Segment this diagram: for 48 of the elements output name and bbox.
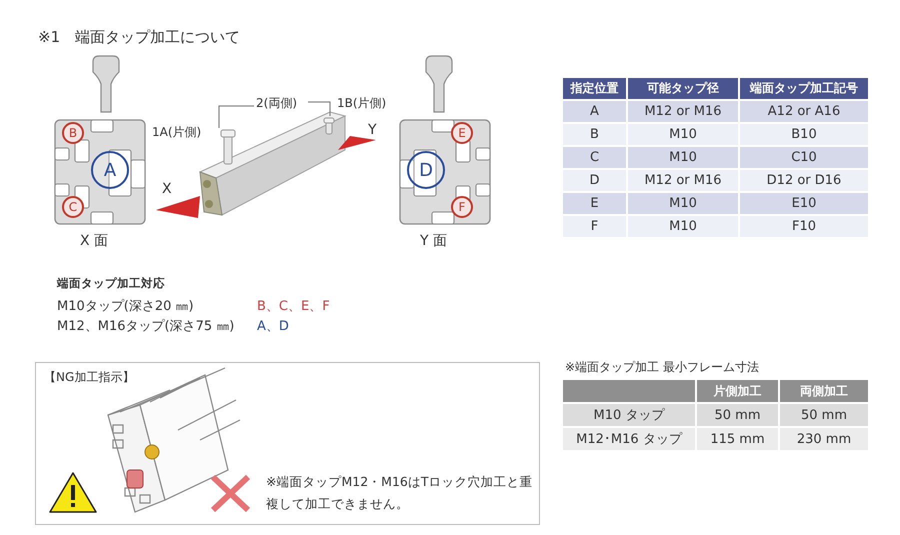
table-header-cell: 可能タップ径 — [628, 78, 740, 101]
table-cell: M12 or M16 — [628, 101, 740, 124]
warning-note: ※端面タップM12・M16はTロック穴加工と重複して加工できません。 — [266, 473, 534, 513]
tap-spec: M12、M16タップ(深さ75 ㎜) — [57, 318, 234, 335]
position-list: A、D — [257, 317, 289, 335]
table-cell: D12 or D16 — [740, 170, 870, 193]
table-cell: 230 mm — [780, 428, 870, 452]
table-cell: C10 — [740, 147, 870, 170]
table-caption: ※端面タップ加工 最小フレーム寸法 — [565, 359, 759, 376]
position-marker: D — [407, 151, 445, 189]
callout-label: 1B(片側) — [337, 95, 386, 112]
callout-label: 1A(片側) — [152, 124, 202, 141]
section-heading: 端面タップ加工対応 — [57, 276, 165, 291]
position-marker: A — [91, 151, 129, 189]
panel-heading: 【NG加工指示】 — [44, 369, 134, 386]
table-cell: 115 mm — [697, 428, 780, 452]
table-header-cell: 端面タップ加工記号 — [740, 78, 870, 101]
table-cell: M12 or M16 — [628, 170, 740, 193]
tap-spec: M10タップ(深さ20 ㎜) — [57, 298, 194, 315]
axis-letter: Y — [368, 122, 377, 138]
table-cell: F — [563, 216, 628, 239]
table-cell: A12 or A16 — [740, 101, 870, 124]
table-cell: E — [563, 193, 628, 216]
table-cell: F10 — [740, 216, 870, 239]
table-cell: M10 — [628, 216, 740, 239]
table-cell: D — [563, 170, 628, 193]
table-cell: M10 — [628, 124, 740, 147]
table-cell: A — [563, 101, 628, 124]
table-cell: 50 mm — [697, 404, 780, 428]
callout-label: 2(両側) — [256, 95, 297, 112]
table-cell: M10 — [628, 193, 740, 216]
notice-panel — [35, 362, 540, 525]
table-cell: M10 — [628, 147, 740, 170]
heading: ※1 端面タップ加工について — [38, 28, 240, 47]
table-cell: 50 mm — [780, 404, 870, 428]
position-list: B、C、E、F — [257, 297, 330, 315]
table-cell: B — [563, 124, 628, 147]
table-cell: B10 — [740, 124, 870, 147]
face-caption: X 面 — [80, 232, 108, 250]
table-cell: E10 — [740, 193, 870, 216]
table-header-cell: 片側加工 — [697, 380, 780, 404]
table-cell: M12･M16 タップ — [563, 428, 697, 452]
table-header-cell: 指定位置 — [563, 78, 628, 101]
table-cell: C — [563, 147, 628, 170]
table-cell: M10 タップ — [563, 404, 697, 428]
axis-letter: X — [162, 181, 172, 197]
face-caption: Y 面 — [420, 232, 448, 250]
table-header-cell: 両側加工 — [780, 380, 870, 404]
